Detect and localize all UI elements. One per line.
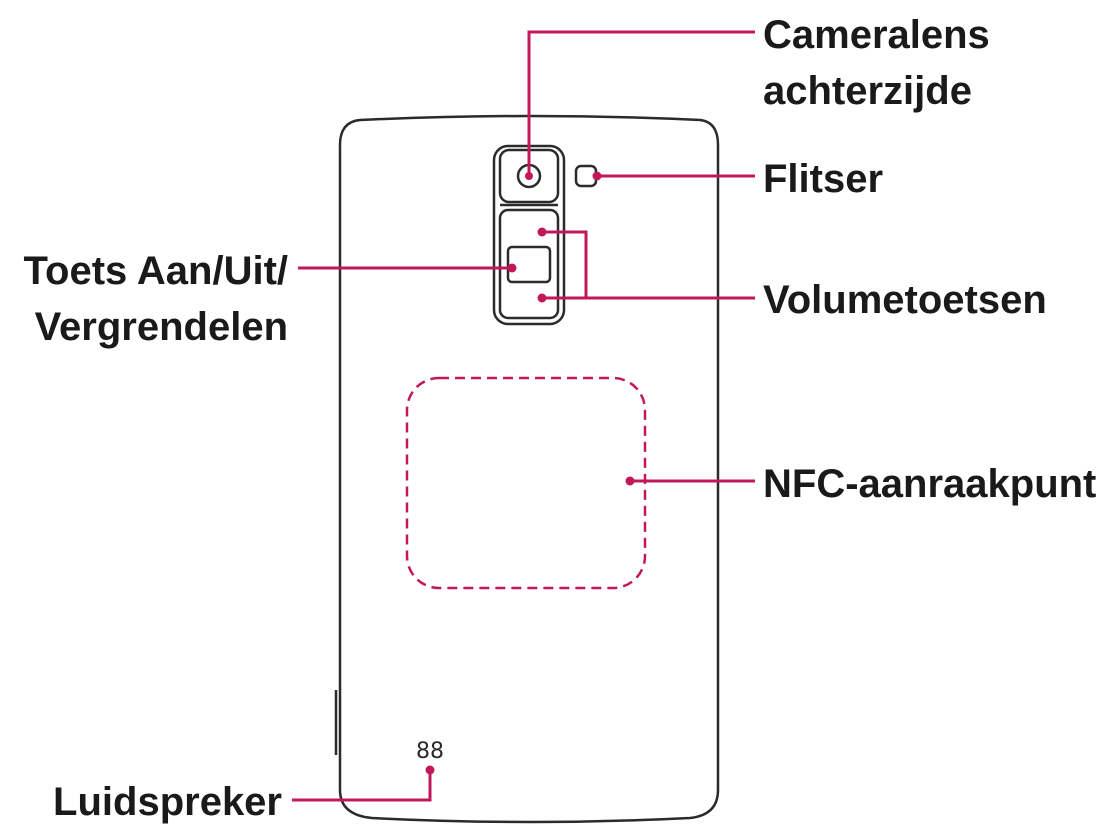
volume-label: Volumetoetsen [763, 278, 1047, 322]
power-label-line2: Vergrendelen [35, 305, 288, 349]
volume-leader-line [542, 230, 755, 300]
camera-label-line2: achterzijde [763, 69, 972, 113]
callout-labels: Cameralens achterzijde Flitser Toets Aan… [24, 13, 1097, 824]
volume-key-frame [498, 208, 560, 320]
speaker-label: Luidspreker [53, 780, 282, 824]
callout-leaders [292, 30, 755, 802]
camera-callout-dot [525, 172, 533, 180]
nfc-area-outline [405, 376, 647, 590]
power-callout-dot [507, 263, 517, 273]
volume-up-callout-dot [537, 227, 547, 237]
flash-label: Flitser [763, 157, 883, 201]
phone-outline [338, 114, 720, 824]
volume-down-callout-dot [537, 293, 547, 303]
speaker-leader-line [292, 770, 432, 802]
camera-leader-line [527, 30, 755, 176]
power-key-icon [506, 245, 552, 284]
nfc-callout-dot [625, 476, 635, 486]
flash-callout-dot [592, 171, 602, 181]
speaker-callout-dot [425, 765, 435, 775]
power-label-line1: Toets Aan/Uit/ [24, 249, 288, 293]
phone-body [334, 114, 720, 824]
nfc-label: NFC-aanraakpunt [763, 462, 1096, 506]
speaker-grille-icon: 88 [416, 739, 444, 764]
camera-label-line1: Cameralens [763, 13, 990, 57]
